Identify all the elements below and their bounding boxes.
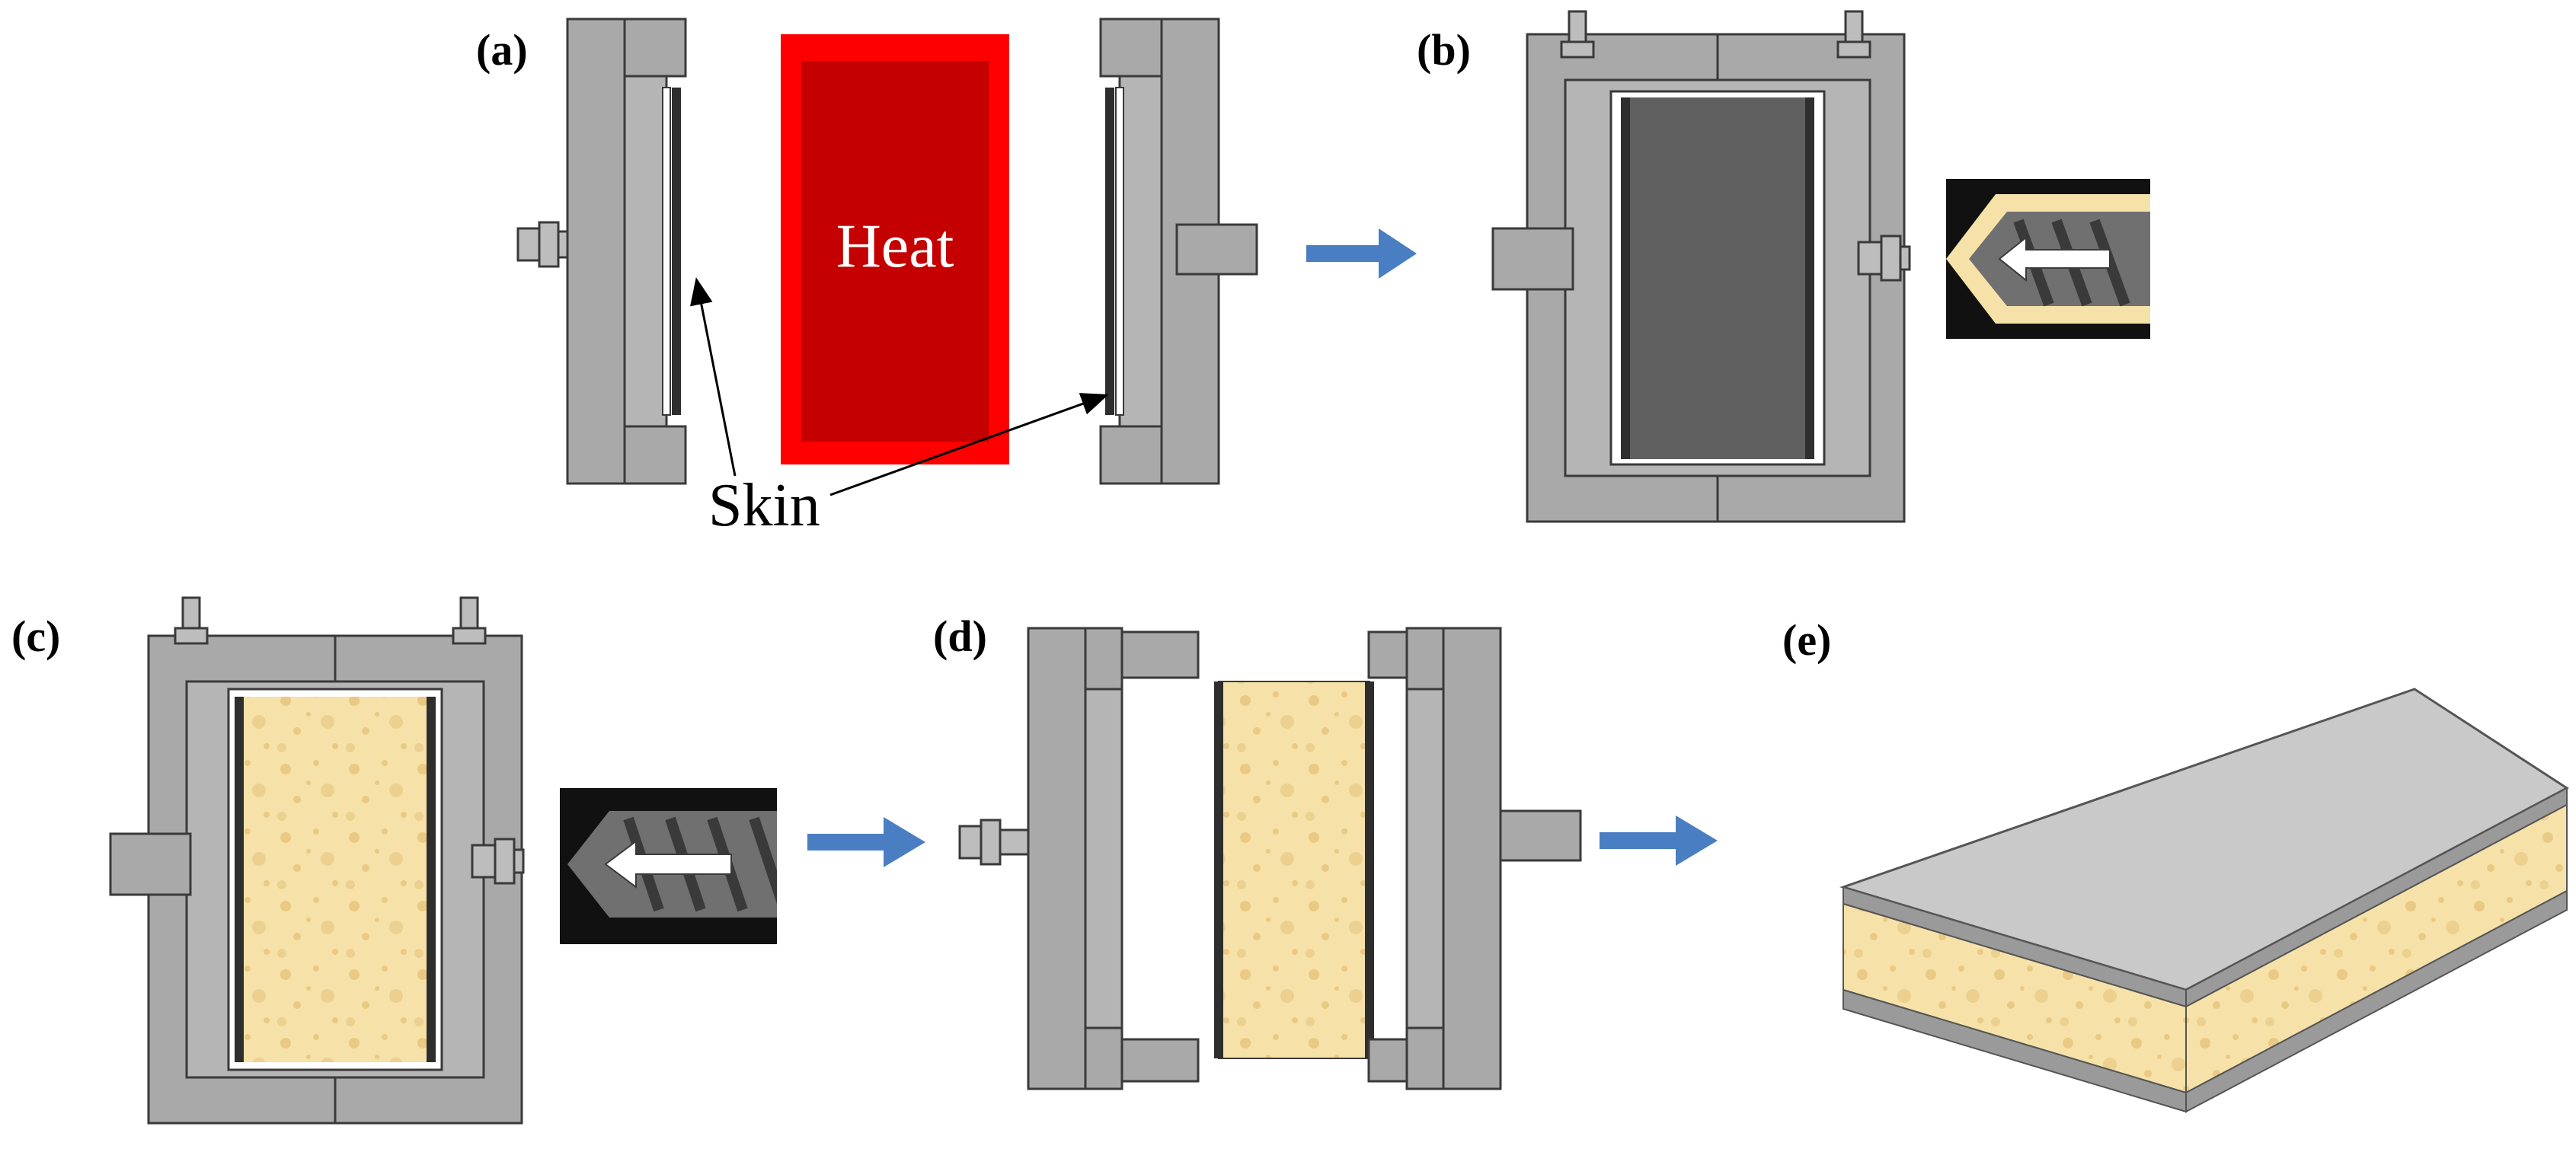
panel-a: (a) Heat	[476, 18, 1417, 539]
injection-screw-icon	[1946, 179, 2150, 339]
closed-mold-c	[109, 596, 525, 1125]
panel-d: (d)	[933, 611, 1718, 1090]
heater-block: Heat	[781, 34, 1009, 464]
heat-label: Heat	[836, 211, 954, 280]
foam-core-c	[240, 697, 430, 1062]
mold-half-left-d	[958, 627, 1200, 1090]
panel-e: (e)	[1782, 615, 2569, 1113]
closed-mold-b	[1491, 10, 1911, 523]
panel-label-b: (b)	[1417, 25, 1471, 75]
mold-half-right-d	[1367, 627, 1582, 1090]
process-arrow-icon	[1306, 228, 1417, 279]
mold-half-left-a	[516, 18, 687, 485]
process-arrow-icon	[807, 817, 925, 867]
panel-label-c: (c)	[11, 611, 60, 661]
skin-label: Skin	[708, 472, 820, 539]
panel-label-d: (d)	[933, 611, 987, 661]
mold-half-right-a	[1099, 18, 1258, 485]
skin-pointer-left	[690, 277, 737, 477]
skin-pointer-right	[829, 393, 1109, 496]
panel-c: (c)	[11, 596, 925, 1125]
sandwich-panel-3d	[1839, 688, 2569, 1113]
injection-screw-icon	[560, 788, 777, 944]
panel-label-a: (a)	[476, 25, 528, 75]
panel-label-e: (e)	[1782, 615, 1831, 665]
skin-sheet-left	[672, 88, 681, 415]
skin-sheet-right	[1105, 88, 1114, 415]
demolded-sandwich-part	[1214, 681, 1374, 1059]
process-arrow-icon	[1600, 815, 1718, 866]
mold-cavity-b	[1621, 97, 1814, 459]
panel-b: (b)	[1417, 10, 2150, 523]
